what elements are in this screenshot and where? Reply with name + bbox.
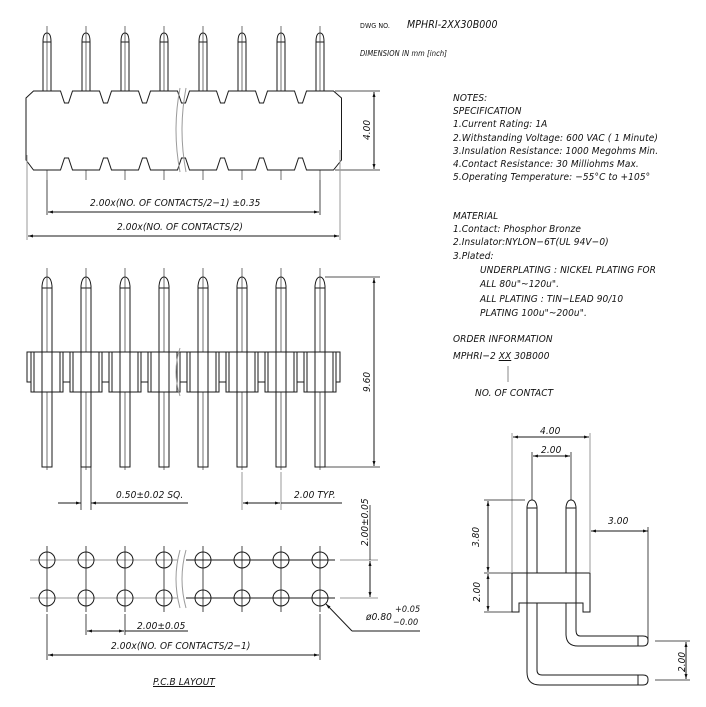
- spec-item: 1.Current Rating: 1A: [453, 119, 548, 131]
- order-code: MPHRI−2 XX 30B000: [453, 351, 550, 362]
- pcb-hole-tol-minus: −0.00: [393, 618, 419, 628]
- material-block: MATERIAL 1.Contact: Phosphor Bronze 2.In…: [453, 210, 656, 322]
- side-body-segment: [264, 351, 298, 393]
- order-title: ORDER INFORMATION: [453, 334, 553, 345]
- top-dim-inner: 2.00x(NO. OF CONTACTS/2−1) ±0.35: [90, 198, 261, 209]
- side-dim-pitch: 2.00 TYP.: [294, 490, 336, 501]
- material-title: MATERIAL: [453, 211, 499, 222]
- plating-line: PLATING 100u"~200u".: [480, 308, 587, 320]
- top-dim-height: 4.00: [362, 119, 373, 140]
- dwg-label: DWG NO.: [360, 22, 391, 30]
- break-mark: [175, 87, 181, 173]
- order-suffix: 30B000: [514, 351, 550, 362]
- ra-body: [511, 572, 591, 613]
- pcb-hole: [233, 589, 251, 607]
- pcb-hole: [311, 551, 329, 569]
- order-callout: NO. OF CONTACT: [475, 388, 554, 399]
- pcb-hole: [77, 551, 95, 569]
- plating-line: ALL 80u"~120u".: [480, 279, 560, 291]
- pcb-hole: [194, 551, 212, 569]
- ra-dim-row: 2.00: [677, 651, 688, 672]
- pcb-dim-row: 2.00±0.05: [360, 498, 371, 546]
- pcb-hole: [116, 589, 134, 607]
- pcb-hole: [272, 589, 290, 607]
- spec-item: 4.Contact Resistance: 30 Milliohms Max.: [453, 159, 639, 171]
- dwg-number: MPHRI-2XX30B000: [407, 19, 498, 31]
- hole-leader: [325, 603, 353, 632]
- break-mark: [181, 549, 187, 609]
- pcb-hole: [116, 551, 134, 569]
- pcb-hole: [38, 589, 56, 607]
- material-item: 2.Insulator:NYLON−6T(UL 94V−0): [453, 237, 609, 249]
- pcb-hole: [155, 589, 173, 607]
- pcb-layout-title: P.C.B LAYOUT: [153, 677, 216, 688]
- side-body-segment: [108, 351, 142, 393]
- ra-dim-pitch: 2.00: [541, 445, 562, 456]
- ra-pin-bent-upper: [565, 603, 649, 647]
- pcb-hole: [272, 551, 290, 569]
- pcb-hole-tol-plus: +0.05: [395, 605, 421, 615]
- ra-dim-width: 4.00: [540, 426, 561, 437]
- top-view: [25, 26, 380, 240]
- pcb-dim-span: 2.00x(NO. OF CONTACTS/2−1): [111, 641, 251, 652]
- spec-item: 2.Withstanding Voltage: 600 VAC ( 1 Minu…: [453, 132, 658, 144]
- side-body-segment: [69, 351, 103, 393]
- order-prefix: MPHRI−2: [453, 351, 496, 362]
- side-body-segment: [186, 351, 220, 393]
- side-body-segment: [225, 351, 259, 393]
- notes-title: NOTES:: [453, 93, 488, 104]
- material-item: 1.Contact: Phosphor Bronze: [453, 224, 581, 236]
- side-body-segment: [30, 351, 64, 393]
- plating-line: UNDERPLATING : NICKEL PLATING FOR: [480, 264, 657, 276]
- pcb-dim-pitch: 2.00±0.05: [137, 621, 186, 632]
- material-item: 3.Plated:: [453, 250, 494, 262]
- ra-dim-pin-height: 3.80: [471, 526, 482, 547]
- ra-dim-body-height: 2.00: [472, 581, 483, 602]
- pcb-hole: [194, 589, 212, 607]
- break-mark: [181, 87, 187, 173]
- top-dim-outer: 2.00x(NO. OF CONTACTS/2): [117, 222, 244, 233]
- side-dim-pin: 0.50±0.02 SQ.: [116, 490, 184, 501]
- top-body-outline: [25, 90, 342, 171]
- side-dim-height: 9.60: [362, 371, 373, 392]
- pcb-hole: [38, 551, 56, 569]
- dimension-note: DIMENSION IN mm [inch]: [360, 49, 447, 58]
- ra-pin-upper: [526, 499, 538, 573]
- pcb-hole: [311, 589, 329, 607]
- right-angle-view: [484, 433, 690, 686]
- pcb-hole-dia: ø0.80: [366, 612, 393, 623]
- break-mark: [175, 347, 181, 397]
- pcb-layout-view: [30, 505, 420, 660]
- ra-pin-upper: [565, 499, 577, 573]
- pcb-hole: [155, 551, 173, 569]
- side-body-segment: [147, 351, 181, 393]
- ra-dim-offset: 3.00: [608, 516, 629, 527]
- side-body-segment: [303, 351, 337, 393]
- plating-line: ALL PLATING : TIN−LEAD 90/10: [480, 293, 624, 305]
- ra-pin-bent-lower: [526, 603, 649, 686]
- break-mark: [175, 549, 181, 609]
- pcb-hole: [233, 551, 251, 569]
- side-view: [26, 268, 380, 510]
- specification-title: SPECIFICATION: [453, 106, 522, 118]
- spec-item: 5.Operating Temperature: −55°C to +105°: [453, 172, 651, 184]
- spec-item: 3.Insulation Resistance: 1000 Megohms Mi…: [453, 145, 659, 157]
- order-contacts-code: XX: [498, 351, 512, 362]
- notes-block: NOTES: SPECIFICATION 1.Current Rating: 1…: [453, 92, 658, 184]
- pcb-hole: [77, 589, 95, 607]
